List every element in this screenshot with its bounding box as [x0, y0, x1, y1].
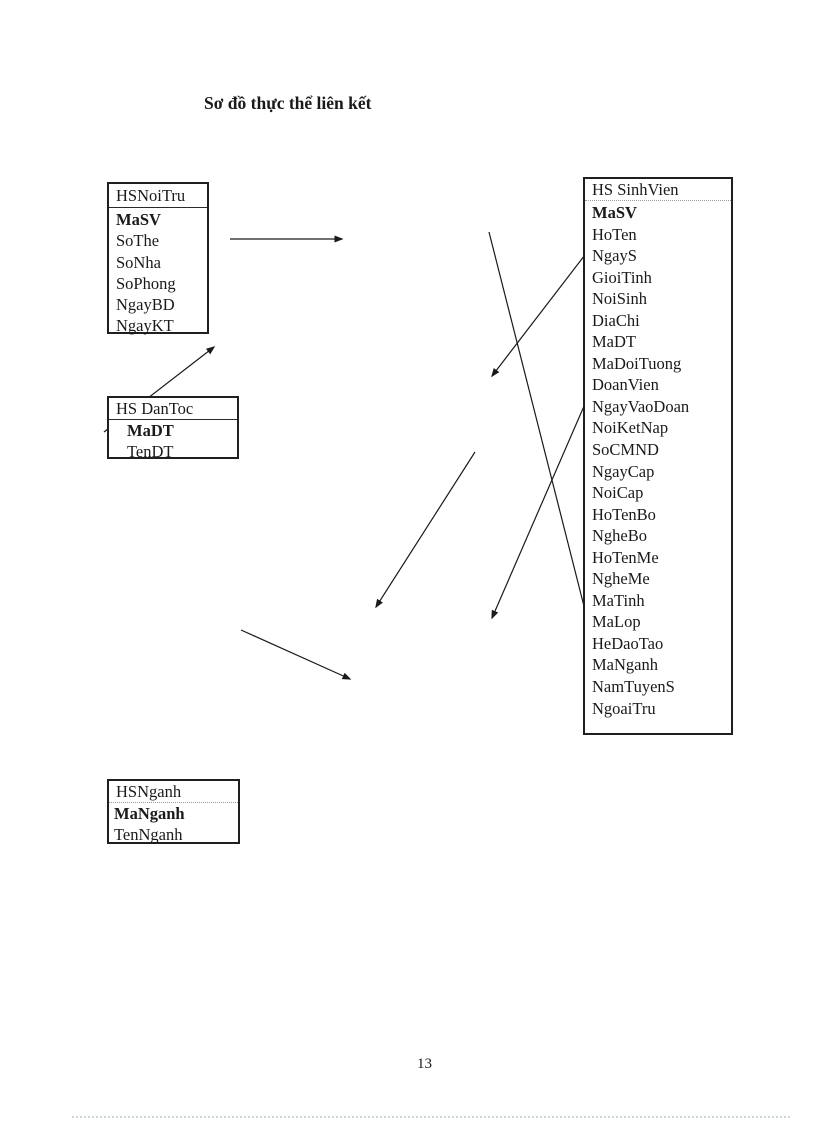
field-hs-sinhvien-malop: MaLop	[592, 612, 641, 632]
field-hs-noitru-ngaybd: NgayBD	[116, 295, 175, 315]
field-hs-sinhvien-madt: MaDT	[592, 332, 636, 352]
entity-title-hssinhvien: HS SinhVien	[585, 179, 731, 201]
field-hs-noitru-sophong: SoPhong	[116, 273, 176, 293]
page-title: Sơ đồ thực thể liên kết	[204, 93, 372, 113]
field-hs-nganh-tennganh: TenNganh	[114, 824, 183, 844]
field-hs-dantoc-madt: MaDT	[127, 421, 174, 440]
field-hs-sinhvien-noisinh: NoiSinh	[592, 289, 648, 309]
relationship-arrow-7	[240, 629, 352, 680]
entity-title-hsnoitru: HSNoiTru	[109, 184, 207, 208]
field-hs-sinhvien-nghebo: NgheBo	[592, 526, 647, 546]
field-hs-sinhvien-masv: MaSV	[592, 203, 637, 222]
field-hs-sinhvien-ngheme: NgheMe	[592, 569, 650, 589]
page-break-divider	[72, 1116, 790, 1118]
field-hs-sinhvien-diachi: DiaChi	[592, 310, 640, 330]
field-hs-noitru-masv: MaSV	[116, 210, 161, 229]
field-hs-sinhvien-ngaycap: NgayCap	[592, 461, 655, 481]
field-hs-sinhvien-noicap: NoiCap	[592, 483, 644, 503]
page-number: 13	[417, 1056, 432, 1072]
field-hs-sinhvien-manganh: MaNganh	[592, 655, 658, 675]
field-hs-noitru-ngaykt: NgayKT	[116, 316, 174, 336]
field-hs-sinhvien-madoituong: MaDoiTuong	[592, 353, 682, 373]
entity-title-hsnganh: HSNganh	[109, 781, 238, 803]
entity-title-hsdantoc: HS DanToc	[109, 398, 237, 420]
field-hs-sinhvien-gioitinh: GioiTinh	[592, 267, 652, 287]
field-hs-noitru-sothe: SoThe	[116, 231, 160, 251]
field-hs-dantoc-tendt: TenDT	[127, 441, 174, 461]
field-hs-sinhvien-ngoaitru: NgoaiTru	[592, 698, 656, 718]
field-hs-nganh-manganh: MaNganh	[114, 804, 185, 823]
field-hs-sinhvien-socmnd: SoCMND	[592, 440, 659, 460]
field-hs-sinhvien-doanvien: DoanVien	[592, 375, 659, 395]
field-hs-sinhvien-hoten: HoTen	[592, 224, 637, 244]
relationship-arrow-3	[488, 231, 590, 624]
field-hs-sinhvien-matinh: MaTinh	[592, 590, 645, 610]
field-hs-sinhvien-hedaotao: HeDaoTao	[592, 633, 664, 653]
field-hs-sinhvien-namtuyens: NamTuyenS	[592, 677, 675, 697]
field-hs-sinhvien-ngays: NgayS	[592, 246, 637, 266]
field-hs-sinhvien-ngayvaodoan: NgayVaoDoan	[592, 396, 690, 416]
field-hs-sinhvien-hotenme: HoTenMe	[592, 547, 659, 567]
field-hs-sinhvien-noiketnap: NoiKetNap	[592, 418, 669, 438]
field-hs-noitru-sonha: SoNha	[116, 252, 161, 272]
field-hs-sinhvien-hotenbo: HoTenBo	[592, 504, 656, 524]
relationship-arrow-6	[375, 451, 476, 609]
